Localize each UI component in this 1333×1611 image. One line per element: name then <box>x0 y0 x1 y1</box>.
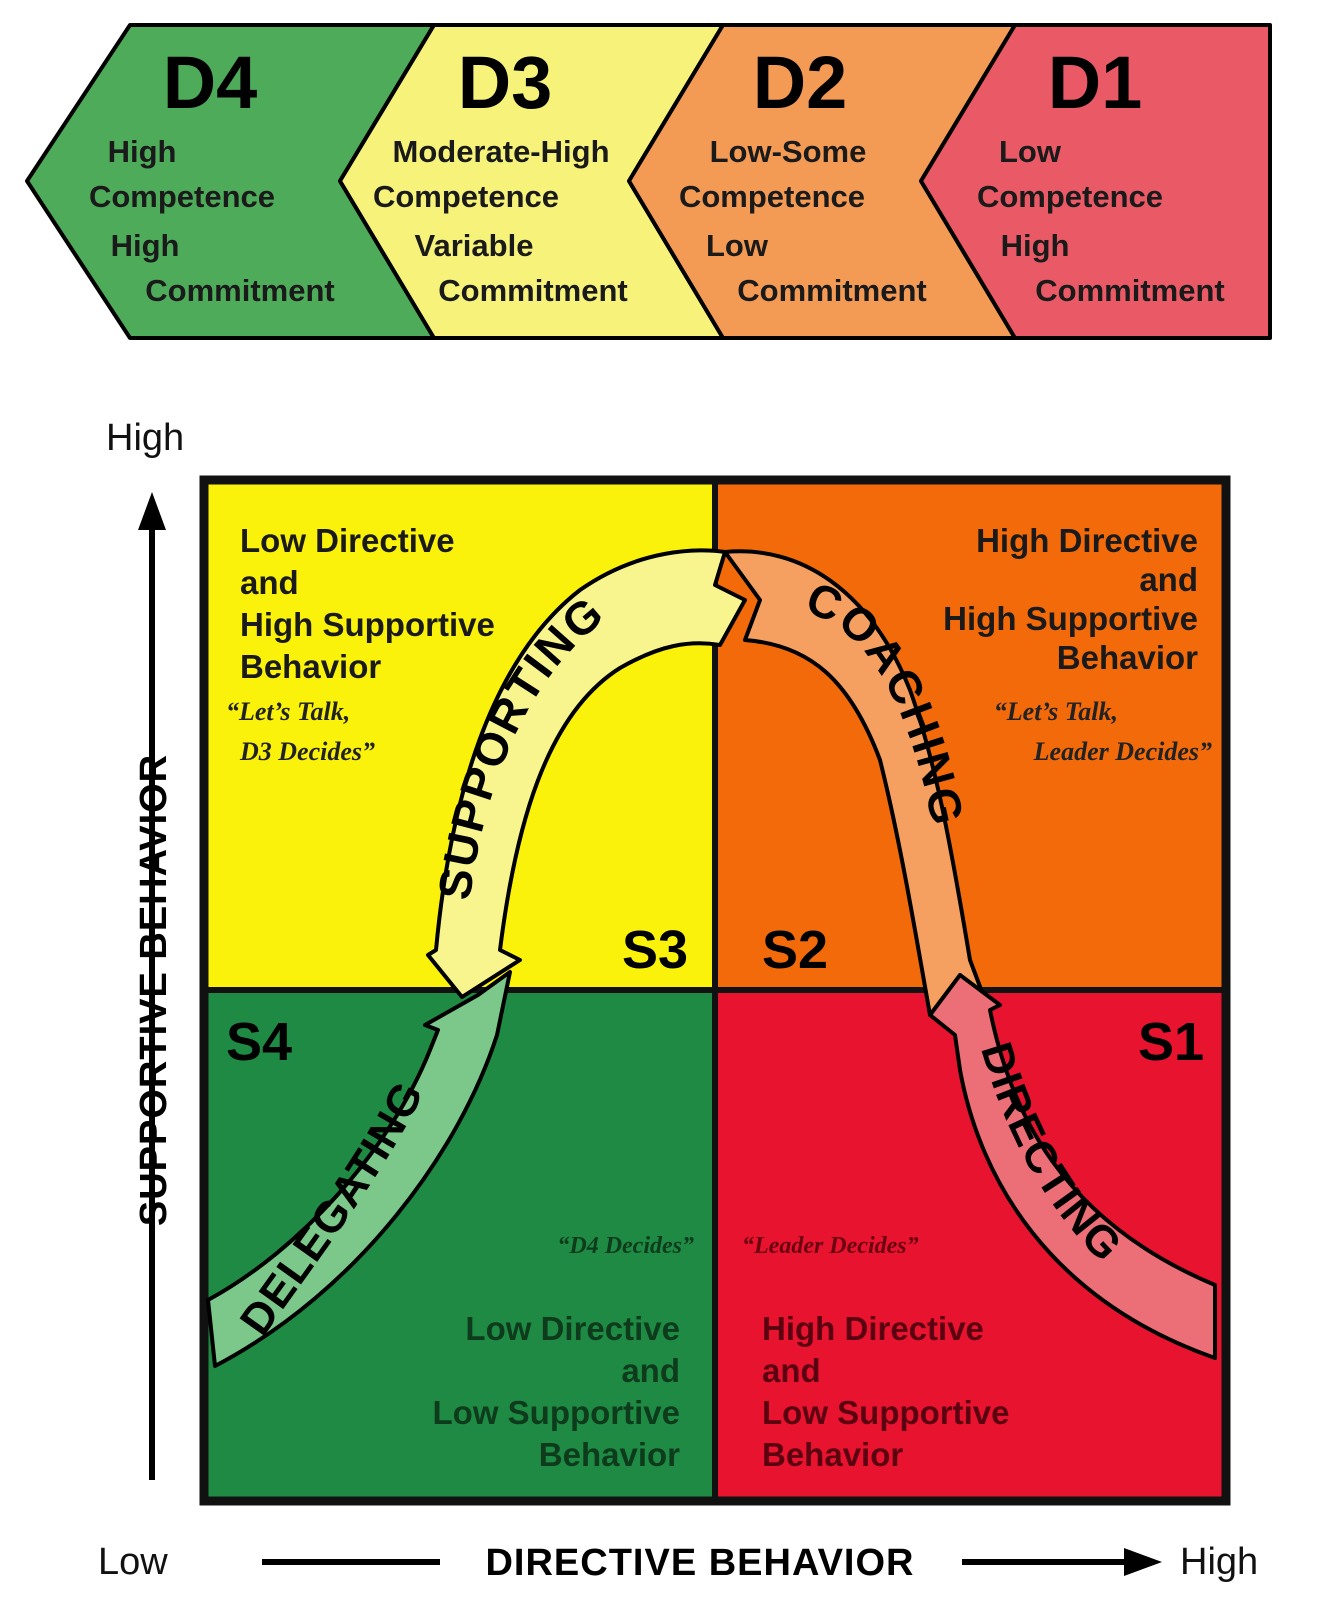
s1-desc-line-4: Behavior <box>762 1436 903 1473</box>
y-axis-title: SUPPORTIVE BEHAVIOR <box>133 754 175 1226</box>
d3-line-3: Variable <box>415 228 534 263</box>
s2-desc-line-2: and <box>1139 561 1198 598</box>
s1-quote: “Leader Decides” <box>742 1233 919 1259</box>
s1-desc-line-2: and <box>762 1352 821 1389</box>
d4-line-3: High <box>111 228 180 263</box>
s3-desc-line-2: and <box>240 564 299 601</box>
x-axis-title: DIRECTIVE BEHAVIOR <box>485 1542 914 1584</box>
d1-line-3: High <box>1001 228 1070 263</box>
quadrant-s4-text: S4 “D4 Decides” Low Directive and Low Su… <box>226 1012 694 1473</box>
s1-desc-line-1: High Directive <box>762 1310 984 1347</box>
s3-quote-line-1: “Let’s Talk, <box>226 697 350 726</box>
d1-line-1: Low <box>999 134 1062 169</box>
d2-line-2: Competence <box>679 179 865 214</box>
y-axis-high-label: High <box>106 417 184 459</box>
d4-line-2: Competence <box>89 179 275 214</box>
s4-desc-line-1: Low Directive <box>465 1310 680 1347</box>
d1-code: D1 <box>1048 41 1143 124</box>
s2-desc-line-3: High Supportive <box>943 600 1198 637</box>
s3-desc-line-4: Behavior <box>240 648 381 685</box>
x-axis: Low DIRECTIVE BEHAVIOR High <box>98 1541 1258 1584</box>
y-axis: High SUPPORTIVE BEHAVIOR <box>106 417 184 1480</box>
s2-quote-line-1: “Let’s Talk, <box>994 697 1118 726</box>
d3-line-4: Commitment <box>438 273 627 308</box>
s2-desc-line-1: High Directive <box>976 522 1198 559</box>
d2-line-1: Low-Some <box>710 134 867 169</box>
d2-code: D2 <box>753 41 848 124</box>
d2-line-4: Commitment <box>737 273 926 308</box>
s2-quote-line-2: Leader Decides” <box>1033 737 1212 766</box>
y-axis-arrowhead-icon <box>138 492 166 530</box>
s3-desc-line-3: High Supportive <box>240 606 495 643</box>
d1-line-2: Competence <box>977 179 1163 214</box>
x-axis-high-label: High <box>1180 1541 1258 1583</box>
d3-line-1: Moderate-High <box>393 134 610 169</box>
s4-code: S4 <box>226 1012 292 1072</box>
s3-code: S3 <box>622 920 688 980</box>
supporting-band <box>426 548 747 999</box>
s4-desc-line-4: Behavior <box>539 1436 680 1473</box>
d3-line-2: Competence <box>373 179 559 214</box>
d4-code: D4 <box>163 41 258 124</box>
x-axis-arrowhead-icon <box>1124 1548 1162 1576</box>
quadrant-s3-text: Low Directive and High Supportive Behavi… <box>226 522 688 980</box>
x-axis-low-label: Low <box>98 1541 168 1583</box>
s4-desc-line-3: Low Supportive <box>433 1394 681 1431</box>
chevron-d1 <box>919 23 1272 340</box>
delegating-band <box>206 970 512 1368</box>
d1-line-4: Commitment <box>1035 273 1224 308</box>
development-level-bar: D4 High Competence High Commitment D3 Mo… <box>25 23 1272 340</box>
s1-desc-line-3: Low Supportive <box>762 1394 1010 1431</box>
directing-band <box>928 973 1217 1360</box>
s3-quote-line-2: D3 Decides” <box>239 737 375 766</box>
d4-line-1: High <box>108 134 177 169</box>
grid-border <box>199 475 1231 1506</box>
d3-code: D3 <box>458 41 553 124</box>
s1-code: S1 <box>1138 1012 1204 1072</box>
s4-quote: “D4 Decides” <box>557 1233 694 1259</box>
s2-desc-line-4: Behavior <box>1057 639 1198 676</box>
d2-line-3: Low <box>706 228 769 263</box>
quadrant-s1-text: S1 “Leader Decides” High Directive and L… <box>742 1012 1204 1473</box>
s2-code: S2 <box>762 920 828 980</box>
s4-desc-line-2: and <box>621 1352 680 1389</box>
d4-line-4: Commitment <box>145 273 334 308</box>
quadrant-s2-text: High Directive and High Supportive Behav… <box>762 522 1212 980</box>
s3-desc-line-1: Low Directive <box>240 522 455 559</box>
